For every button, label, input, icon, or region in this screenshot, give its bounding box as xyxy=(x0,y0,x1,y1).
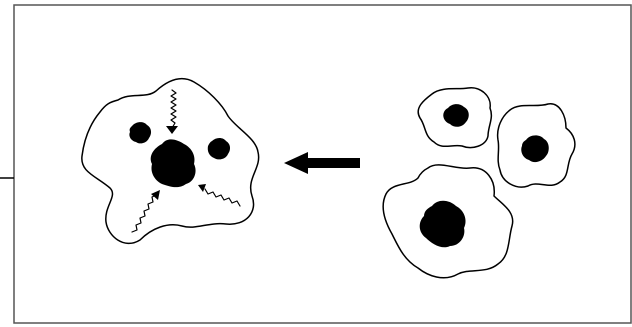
particle-top-core xyxy=(443,104,469,127)
squiggle-arrow-lower-right xyxy=(204,188,241,207)
transition-arrow-head xyxy=(284,152,308,174)
squiggle-arrow-top xyxy=(170,89,177,129)
merged-particle-outline xyxy=(81,78,260,245)
particle-large xyxy=(382,164,514,279)
merged-core-small-right xyxy=(207,138,231,160)
squiggle-arrow-lower-right-head xyxy=(198,184,206,192)
squiggle-arrow-lower-left-head xyxy=(151,190,160,200)
frame-border xyxy=(13,4,632,324)
merged-core-small-left xyxy=(129,122,152,144)
particle-right-core xyxy=(521,135,549,163)
squiggle-arrow-top-head xyxy=(166,126,178,134)
merged-core-large xyxy=(150,139,196,188)
separate-particles xyxy=(382,87,576,279)
particle-top xyxy=(417,87,493,149)
particle-top-outline xyxy=(417,87,493,149)
squiggle-arrow-lower-left xyxy=(131,194,157,233)
particle-large-core xyxy=(419,200,466,248)
transition-arrow-shaft xyxy=(306,158,360,168)
particle-right xyxy=(496,103,576,188)
particle-large-outline xyxy=(382,164,514,279)
particle-right-outline xyxy=(496,103,576,188)
transition-arrow xyxy=(284,152,360,174)
merged-particle xyxy=(81,78,260,245)
